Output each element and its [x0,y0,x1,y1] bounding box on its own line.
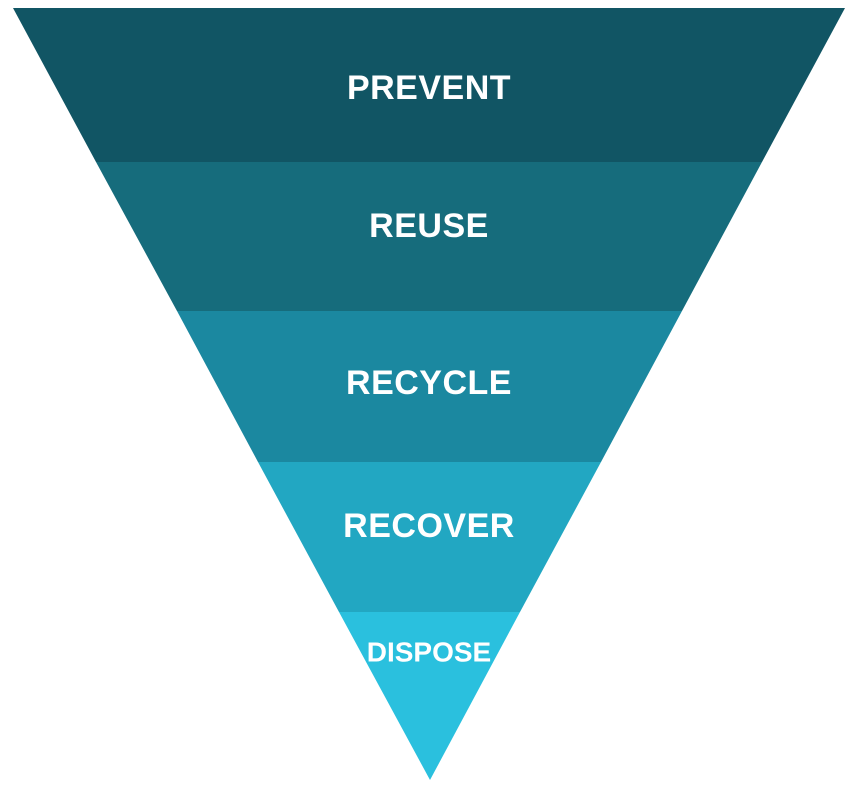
funnel-level-dispose: DISPOSE [339,612,520,780]
funnel-level-recycle-shape [177,311,682,462]
funnel-level-dispose-label: DISPOSE [367,637,491,668]
funnel-level-recover-shape [258,462,601,612]
funnel-level-dispose-shape [339,612,520,780]
funnel-level-recycle: RECYCLE [177,311,682,462]
funnel-level-prevent: PREVENT [13,8,845,162]
funnel-level-recycle-label: RECYCLE [346,364,512,402]
funnel-level-recover: RECOVER [258,462,601,612]
funnel-level-prevent-shape [13,8,845,162]
funnel-level-reuse-shape [96,162,762,311]
funnel-level-recover-label: RECOVER [343,507,515,545]
funnel-level-reuse: REUSE [96,162,762,311]
funnel-level-reuse-label: REUSE [369,207,489,245]
funnel-level-prevent-label: PREVENT [347,69,511,107]
